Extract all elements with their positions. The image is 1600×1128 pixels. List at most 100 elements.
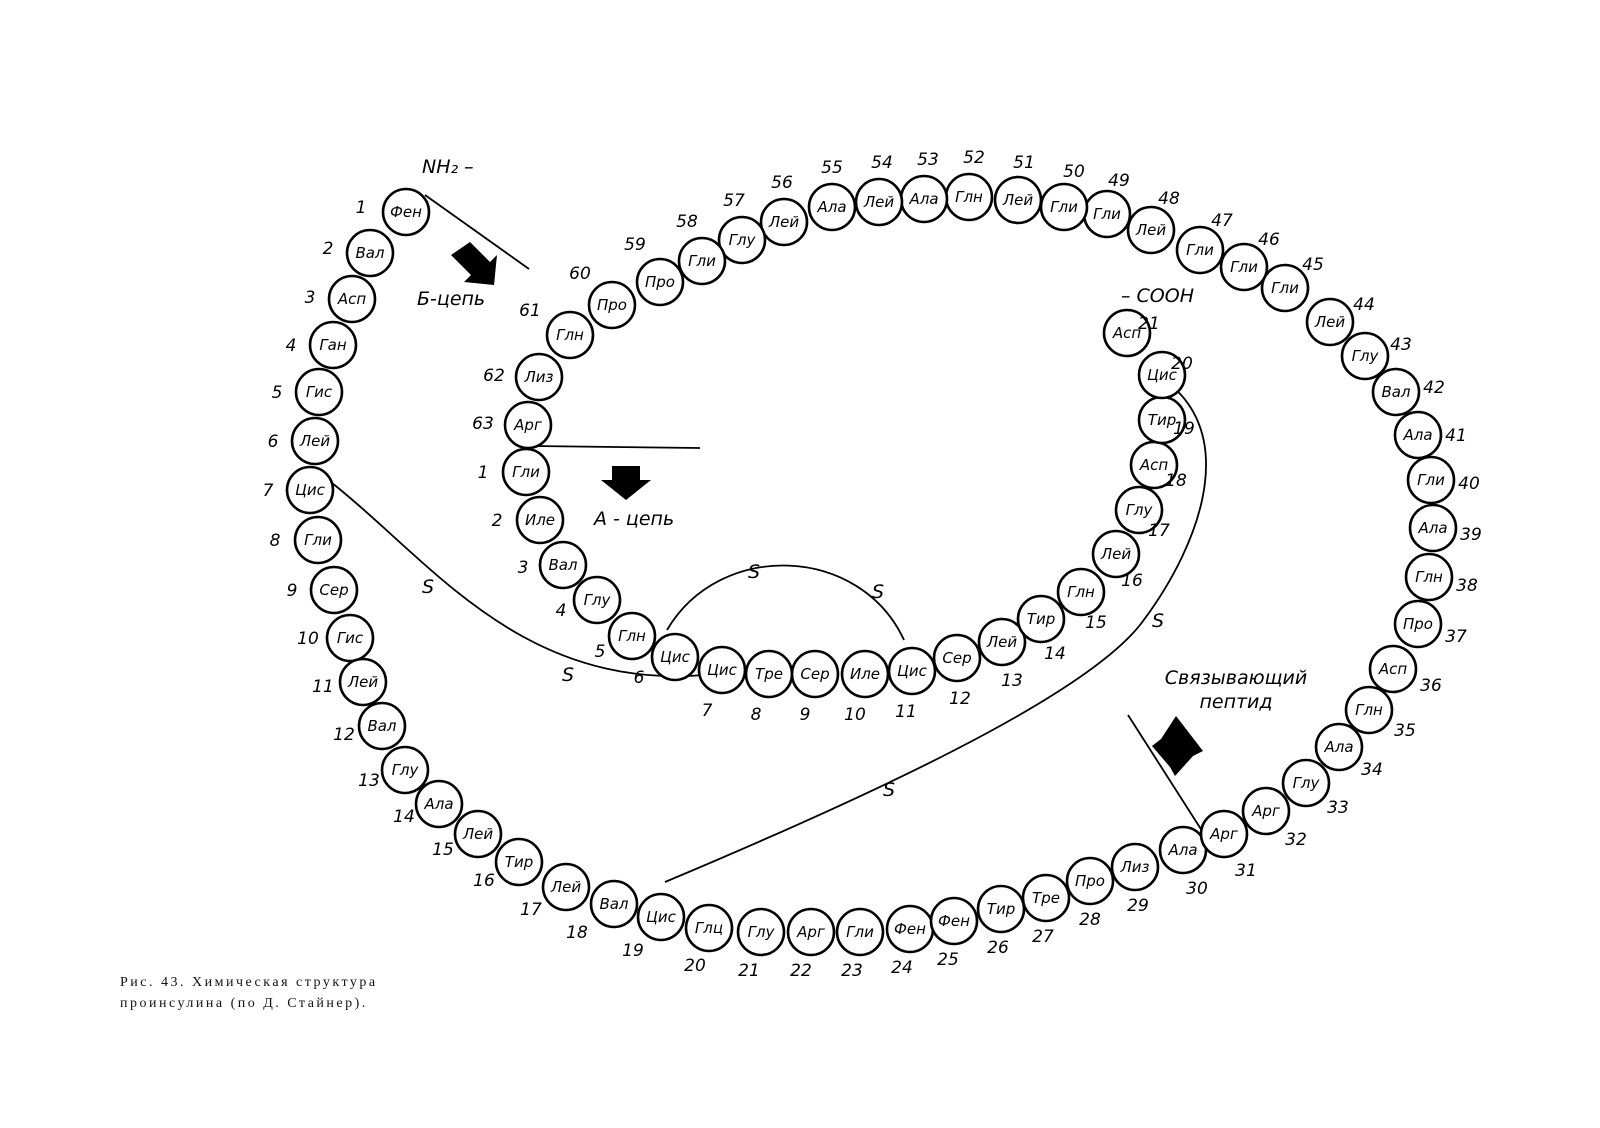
residue-circle — [294, 367, 344, 417]
residue-number: 15 — [1085, 613, 1107, 633]
residue-circle — [932, 633, 982, 683]
residue-number: 60 — [569, 264, 591, 284]
residue-number: 15 — [432, 840, 454, 860]
residue-number: 17 — [1148, 521, 1170, 541]
sulfur-label: S — [422, 576, 434, 598]
caption-line: Рис. 43. Химическая структура — [120, 975, 378, 990]
residue-number: 8 — [270, 531, 281, 551]
residue-number: 58 — [676, 212, 698, 232]
residue-circle — [1021, 873, 1071, 923]
residue-number: 53 — [917, 150, 939, 170]
residue-number: 49 — [1108, 171, 1130, 191]
residue-abbreviation: Про — [597, 296, 627, 314]
residue-circle — [790, 649, 840, 699]
a-chain-cleavage-line — [531, 445, 701, 449]
residue-abbreviation: Вал — [1381, 383, 1410, 401]
residue-circle — [345, 228, 395, 278]
residue-number: 20 — [684, 956, 706, 976]
residue-number: 3 — [305, 288, 316, 308]
nh2-cleavage-line — [424, 194, 530, 270]
residue-number: 18 — [1165, 471, 1187, 491]
residue-number: 21 — [738, 961, 760, 981]
residue-number: 10 — [844, 705, 866, 725]
residue-circle — [697, 645, 747, 695]
residue-circle — [929, 896, 979, 946]
residue-circle — [786, 907, 836, 957]
residue-circle — [976, 884, 1026, 934]
residue-circle — [1368, 644, 1418, 694]
residue-abbreviation: Цис — [707, 661, 737, 679]
residue-abbreviation: Глу — [748, 923, 776, 941]
sulfur-label: S — [748, 561, 760, 583]
residue-chains: Фен1Вал2Асп3Ган4Гис5Лей6Цис7Гли8Сер9Гис1… — [263, 148, 1482, 981]
residue-abbreviation: Лей — [550, 878, 582, 896]
residue-abbreviation: Тре — [1032, 889, 1060, 907]
residue-number: 23 — [841, 961, 863, 981]
residue-number: 32 — [1285, 830, 1307, 850]
cooh-terminus-label: – COOH — [1121, 285, 1194, 307]
residue-number: 35 — [1394, 721, 1416, 741]
residue-abbreviation: Фен — [894, 920, 926, 938]
connecting-peptide-label: пептид — [1199, 691, 1272, 713]
residue-number: 12 — [333, 725, 355, 745]
residue-circle — [285, 465, 335, 515]
residue-circle — [1016, 594, 1066, 644]
sulfur-label: S — [1152, 610, 1164, 632]
residue-abbreviation: Гли — [1093, 205, 1121, 223]
residue-circle — [309, 565, 359, 615]
residue-circle — [501, 447, 551, 497]
residue-number: 36 — [1420, 676, 1442, 696]
residue-abbreviation: Арг — [796, 923, 825, 941]
residue-number: 51 — [1013, 153, 1035, 173]
residue-chain-b-8: Гли 8 — [270, 515, 343, 565]
residue-number: 50 — [1063, 162, 1085, 182]
residue-abbreviation: Тре — [755, 665, 783, 683]
residue-circle — [677, 236, 727, 286]
residue-abbreviation: Тир — [505, 853, 533, 871]
residue-circle — [759, 197, 809, 247]
residue-number: 2 — [323, 239, 334, 259]
residue-abbreviation: Асп — [337, 290, 367, 308]
residue-number: 4 — [556, 601, 567, 621]
residue-circle — [1393, 599, 1443, 649]
residue-number: 7 — [263, 481, 274, 501]
residue-connecting-peptide-35: Глн 35 — [1344, 685, 1416, 741]
residue-abbreviation: Вал — [599, 895, 628, 913]
residue-abbreviation: Лей — [462, 825, 494, 843]
residue-abbreviation: Гли — [1050, 198, 1078, 216]
residue-abbreviation: Цис — [1147, 366, 1177, 384]
disulfide-bridge-b19-a20 — [664, 369, 1207, 883]
chain-b-residues: Фен1Вал2Асп3Ган4Гис5Лей6Цис7Гли8Сер9Гис1… — [263, 187, 1208, 981]
residue-circle — [290, 416, 340, 466]
residue-number: 62 — [483, 366, 505, 386]
residue-abbreviation: Гли — [1271, 279, 1299, 297]
residue-circle — [1137, 350, 1187, 400]
residue-abbreviation: Цис — [660, 648, 690, 666]
residue-abbreviation: Глн — [1355, 701, 1383, 719]
residue-abbreviation: Арг — [1209, 825, 1238, 843]
residue-abbreviation: Гли — [304, 531, 332, 549]
